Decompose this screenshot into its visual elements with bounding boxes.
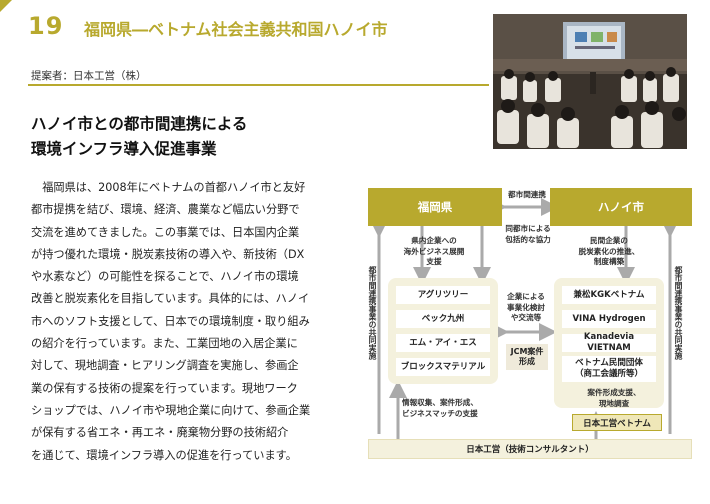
right-vertical-label: 都市間連携事業の共同実施 [674, 266, 683, 360]
body-line: 福岡県は、2008年にベトナムの首都ハノイ市と友好 [31, 181, 306, 194]
inter-city-label: 都市間連携 [508, 190, 546, 199]
conference-photo [493, 14, 687, 149]
divider [28, 84, 489, 86]
fukuoka-box: 福岡県 [368, 188, 502, 226]
left-support-label: 県内企業への海外ビジネス展開支援 [403, 236, 465, 266]
proposer-label: 提案者：日本工営（株） [31, 70, 147, 82]
body-line: ショップでは、ハノイ市や現地企業に向けて、参画企業 [31, 403, 311, 417]
company-box: エム・アイ・エス [396, 334, 490, 352]
body-line: 改善と脱炭素化を目指しています。具体的には、ハノイ [31, 292, 310, 306]
body-line: が保有する省エネ・再エネ・廃棄物分野の技術紹介 [31, 426, 289, 440]
hanoi-box: ハノイ市 [550, 188, 692, 226]
body-line: 対して、現地調査・ヒアリング調査を実施し、参画企 [31, 359, 299, 373]
page-number: 19 [28, 12, 64, 40]
right-support-label: 民間企業の脱炭素化の推進、制度構築 [578, 236, 640, 266]
body-text: 福岡県は、2008年にベトナムの首都ハノイ市と友好 都市提携を結び、環境、経済、… [31, 177, 353, 467]
body-line: の紹介を行っています。また、工業団地の入居企業に [31, 337, 298, 351]
left-vertical-label: 都市間連携事業の共同実施 [368, 266, 377, 360]
right-info-label: 案件形成支援、現地調査 [587, 388, 641, 408]
nippon-koei-vietnam-box: 日本工営ベトナム [572, 414, 662, 431]
jcm-box: JCM案件形成 [506, 344, 548, 370]
body-line: が持つ優れた環境・脱炭素技術の導入や、新技術（DX [31, 247, 305, 261]
middle-label: 企業による事業化検討や交流等 [507, 292, 545, 322]
body-line: や水素など）の可能性を探ることで、ハノイ市の環境 [31, 270, 299, 284]
body-line: 市へのソフト支援として、日本での環境制度・取り組み [31, 314, 310, 328]
cooperation-diagram: 福岡県 ハノイ市 都市間連携 同都市による包括的な協力 県内企業への海外ビジネス… [364, 184, 710, 466]
company-box: Kanadevia VIETNAM [562, 332, 656, 353]
body-line: 交流を進めてきました。この事業では、日本国内企業 [31, 225, 300, 239]
body-line: 都市提携を結び、環境、経済、農業など幅広い分野で [31, 203, 300, 217]
company-box: 兼松KGKベトナム [562, 286, 656, 304]
hanoi-cooperation-label: 同都市による包括的な協力 [505, 224, 551, 244]
company-box: VINA Hydrogen [562, 310, 656, 328]
company-box: ブロックスマテリアル [396, 358, 490, 376]
nippon-koei-bar: 日本工営（技術コンサルタント） [368, 439, 692, 459]
headline-line: 環境インフラ導入促進事業 [31, 140, 217, 158]
company-box: アグリツリー [396, 286, 490, 304]
body-line: 業の保有する技術の提案を行っています。現地ワーク [31, 381, 298, 395]
headline-line: ハノイ市との都市間連携による [31, 115, 248, 133]
company-box: ベック九州 [396, 310, 490, 328]
left-info-label: 情報収集、案件形成、ビジネスマッチの支援 [402, 398, 478, 418]
body-line: を通じて、環境インフラ導入の促進を行っています。 [31, 448, 297, 462]
headline: ハノイ市との都市間連携による 環境インフラ導入促進事業 [31, 112, 247, 162]
corner-fold [0, 0, 12, 12]
page-title: 福岡県―ベトナム社会主義共和国ハノイ市 [84, 20, 388, 39]
company-box-groups: ベトナム民間団体（商工会議所等） [562, 356, 656, 382]
